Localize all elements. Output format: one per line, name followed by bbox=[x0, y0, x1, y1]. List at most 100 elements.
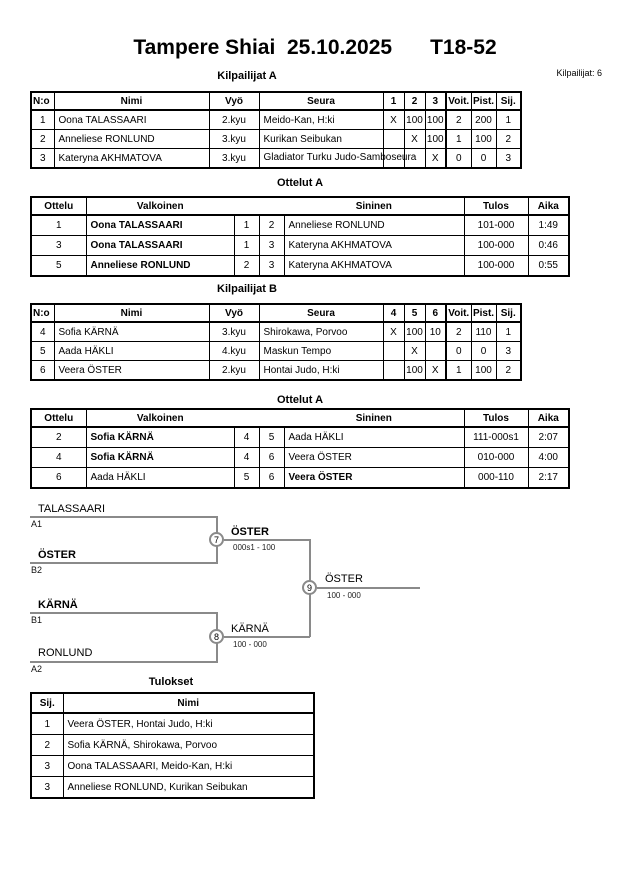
match-no: 3 bbox=[30, 235, 87, 256]
bracket-seed-name: ÖSTER bbox=[38, 549, 76, 561]
match-cell: X bbox=[424, 360, 447, 381]
competitor-belt: 4.kyu bbox=[208, 341, 260, 361]
table-row: 1 Oona TALASSAARI 1 2 Anneliese RONLUND … bbox=[30, 214, 570, 236]
match-cell: X bbox=[403, 341, 426, 361]
bracket-winner-name: KÄRNÄ bbox=[231, 623, 269, 635]
competitors-count: Kilpailijat: 6 bbox=[556, 68, 602, 78]
bracket-match-score: 100 - 000 bbox=[327, 591, 361, 600]
blue-competitor: Anneliese RONLUND bbox=[283, 214, 465, 236]
points-cell: 200 bbox=[470, 109, 497, 130]
white-competitor: Oona TALASSAARI bbox=[85, 235, 235, 256]
wins-cell: 0 bbox=[445, 341, 472, 361]
result-name: Anneliese RONLUND, Kurikan Seibukan bbox=[62, 776, 315, 799]
col-white: Valkoinen bbox=[85, 408, 234, 428]
table-row: 2 Sofia KÄRNÄ 4 5 Aada HÄKLI 111-000s1 2… bbox=[30, 426, 570, 448]
col-name: Nimi bbox=[62, 692, 315, 714]
col-match-4: 4 bbox=[382, 303, 405, 323]
points-cell: 0 bbox=[470, 148, 497, 169]
col-time: Aika bbox=[527, 196, 570, 216]
section-heading-kilpailijat-a: Kilpailijat A bbox=[217, 70, 277, 82]
competitor-belt: 2.kyu bbox=[208, 109, 260, 130]
table-header-row: Ottelu Valkoinen Sininen Tulos Aika bbox=[30, 196, 570, 216]
bracket-seed-name: RONLUND bbox=[38, 647, 93, 659]
white-no: 4 bbox=[233, 447, 260, 468]
place-cell: 2 bbox=[495, 360, 522, 381]
competitor-belt: 3.kyu bbox=[208, 129, 260, 149]
col-white-no bbox=[234, 196, 259, 216]
result-cell: 010-000 bbox=[463, 447, 529, 468]
competitor-club: Shirokawa, Porvoo bbox=[258, 321, 384, 342]
col-no: N:o bbox=[30, 91, 55, 111]
blue-no: 5 bbox=[258, 426, 285, 448]
time-cell: 0:55 bbox=[527, 255, 570, 277]
match-no: 6 bbox=[30, 467, 87, 489]
section-heading-ottelut-a: Ottelut A bbox=[276, 177, 324, 189]
bracket-line bbox=[30, 612, 218, 614]
competitor-name: Oona TALASSAARI bbox=[53, 109, 210, 130]
time-cell: 1:49 bbox=[527, 214, 570, 236]
bracket-line bbox=[30, 516, 218, 518]
result-name: Veera ÖSTER, Hontai Judo, H:ki bbox=[62, 712, 315, 735]
col-match-5: 5 bbox=[403, 303, 426, 323]
competitor-belt: 2.kyu bbox=[208, 360, 260, 381]
bracket-seed-name: TALASSAARI bbox=[38, 503, 106, 515]
points-cell: 110 bbox=[470, 321, 497, 342]
match-cell: X bbox=[403, 129, 426, 149]
time-cell: 2:07 bbox=[527, 426, 570, 448]
bracket-match-score: 000s1 - 100 bbox=[233, 543, 276, 552]
col-place: Sij. bbox=[495, 303, 522, 323]
match-cell bbox=[382, 129, 405, 149]
result-name: Sofia KÄRNÄ, Shirokawa, Porvoo bbox=[62, 734, 315, 756]
match-cell: X bbox=[382, 321, 405, 342]
table-row: 3 Oona TALASSAARI 1 3 Kateryna AKHMATOVA… bbox=[30, 235, 570, 256]
white-no: 5 bbox=[233, 467, 260, 489]
col-result: Tulos bbox=[463, 408, 529, 428]
table-row: 1 Oona TALASSAARI 2.kyu Meido-Kan, H:ki … bbox=[30, 109, 522, 130]
wins-cell: 2 bbox=[445, 321, 472, 342]
match-cell: 100 bbox=[403, 360, 426, 381]
col-match: Ottelu bbox=[30, 408, 87, 428]
competitor-club: Meido-Kan, H:ki bbox=[258, 109, 384, 130]
bracket-seed-label: A1 bbox=[31, 519, 43, 529]
col-match-3: 3 bbox=[424, 91, 447, 111]
match-no: 2 bbox=[30, 426, 87, 448]
col-wins: Voit. bbox=[445, 91, 472, 111]
match-cell bbox=[382, 341, 405, 361]
blue-no: 3 bbox=[258, 255, 285, 277]
points-cell: 100 bbox=[470, 129, 497, 149]
competitor-name: Kateryna AKHMATOVA bbox=[53, 148, 210, 169]
white-competitor: Anneliese RONLUND bbox=[85, 255, 235, 277]
match-no: 4 bbox=[30, 447, 87, 468]
competitor-no: 6 bbox=[30, 360, 55, 381]
col-club: Seura bbox=[258, 91, 384, 111]
match-cell: 100 bbox=[403, 321, 426, 342]
bracket-line bbox=[317, 587, 420, 589]
col-time: Aika bbox=[527, 408, 570, 428]
table-row: 3 Oona TALASSAARI, Meido-Kan, H:ki bbox=[30, 755, 315, 777]
result-cell: 100-000 bbox=[463, 235, 529, 256]
bracket-match-score: 100 - 000 bbox=[233, 640, 267, 649]
match-cell: X bbox=[382, 109, 405, 130]
table-row: 3 Kateryna AKHMATOVA 3.kyu Gladiator Tur… bbox=[30, 148, 522, 169]
bracket-match-number: 8 bbox=[209, 629, 224, 644]
bracket-line bbox=[30, 661, 218, 663]
bracket-seed-label: A2 bbox=[31, 664, 43, 674]
table-row: 4 Sofia KÄRNÄ 3.kyu Shirokawa, Porvoo X … bbox=[30, 321, 522, 342]
kilpailijat-b-table: N:o Nimi Vyö Seura 4 5 6 Voit. Pist. Sij… bbox=[30, 303, 522, 381]
result-cell: 100-000 bbox=[463, 255, 529, 277]
bracket-line bbox=[30, 562, 218, 564]
match-cell bbox=[382, 360, 405, 381]
wins-cell: 1 bbox=[445, 129, 472, 149]
match-cell: 100 bbox=[424, 109, 447, 130]
white-no: 4 bbox=[233, 426, 260, 448]
white-competitor: Aada HÄKLI bbox=[85, 467, 235, 489]
col-name: Nimi bbox=[53, 91, 210, 111]
table-row: 4 Sofia KÄRNÄ 4 6 Veera ÖSTER 010-000 4:… bbox=[30, 447, 570, 468]
competitor-no: 5 bbox=[30, 341, 55, 361]
competitor-club: Gladiator Turku Judo-Samboseura bbox=[258, 148, 416, 169]
result-place: 1 bbox=[30, 712, 64, 735]
match-cell: X bbox=[424, 148, 447, 169]
table-row: 5 Aada HÄKLI 4.kyu Maskun Tempo X 0 0 3 bbox=[30, 341, 522, 361]
match-cell: 100 bbox=[403, 109, 426, 130]
